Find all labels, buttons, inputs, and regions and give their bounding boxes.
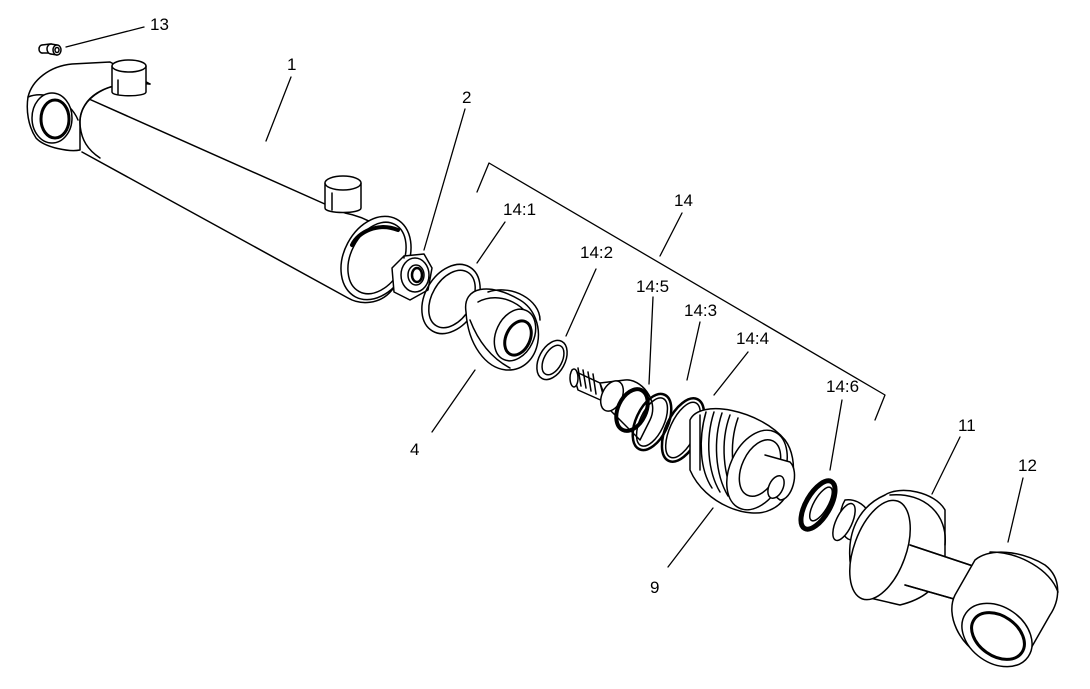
label-9: 9 xyxy=(650,578,659,597)
label-14-3: 14:3 xyxy=(684,301,717,320)
nut-part xyxy=(392,254,432,300)
label-12: 12 xyxy=(1018,456,1037,475)
label-4: 4 xyxy=(410,440,419,459)
label-14-4: 14:4 xyxy=(736,329,769,348)
leader-14-2 xyxy=(565,268,597,337)
leader-11 xyxy=(931,436,961,495)
piston-rod-part xyxy=(828,490,985,607)
label-14: 14 xyxy=(674,191,693,210)
cylinder-barrel-part xyxy=(27,60,425,312)
leader-14 xyxy=(659,212,683,257)
leader-2 xyxy=(423,108,466,251)
leader-4 xyxy=(431,369,476,433)
label-14-6: 14:6 xyxy=(826,377,859,396)
leader-14-4 xyxy=(713,351,749,396)
seal-14-6-part xyxy=(794,476,842,535)
leader-14-1 xyxy=(476,221,506,264)
leader-14-6 xyxy=(829,399,843,471)
rod-eye-part xyxy=(950,552,1058,680)
label-1: 1 xyxy=(287,55,296,74)
label-13: 13 xyxy=(150,15,169,34)
label-14-5: 14:5 xyxy=(636,277,669,296)
grease-nipple-part xyxy=(39,44,61,55)
leader-13 xyxy=(65,26,145,48)
label-11: 11 xyxy=(958,416,976,435)
leader-14-3 xyxy=(686,321,701,381)
piston-part xyxy=(570,368,799,519)
callout-labels: 13 1 2 14 14:1 14:2 14:5 14:3 14:4 14:6 … xyxy=(150,15,1037,597)
label-14-2: 14:2 xyxy=(580,243,613,262)
label-2: 2 xyxy=(462,88,471,107)
guide-part xyxy=(466,289,544,370)
callout-leaders xyxy=(65,26,1024,568)
leader-1 xyxy=(265,76,292,142)
label-14-1: 14:1 xyxy=(503,200,536,219)
leader-9 xyxy=(667,507,714,568)
leader-14-5 xyxy=(648,296,654,385)
o-ring-14-2-part xyxy=(531,335,574,384)
bracket-14 xyxy=(476,162,886,421)
leader-12 xyxy=(1007,477,1024,543)
